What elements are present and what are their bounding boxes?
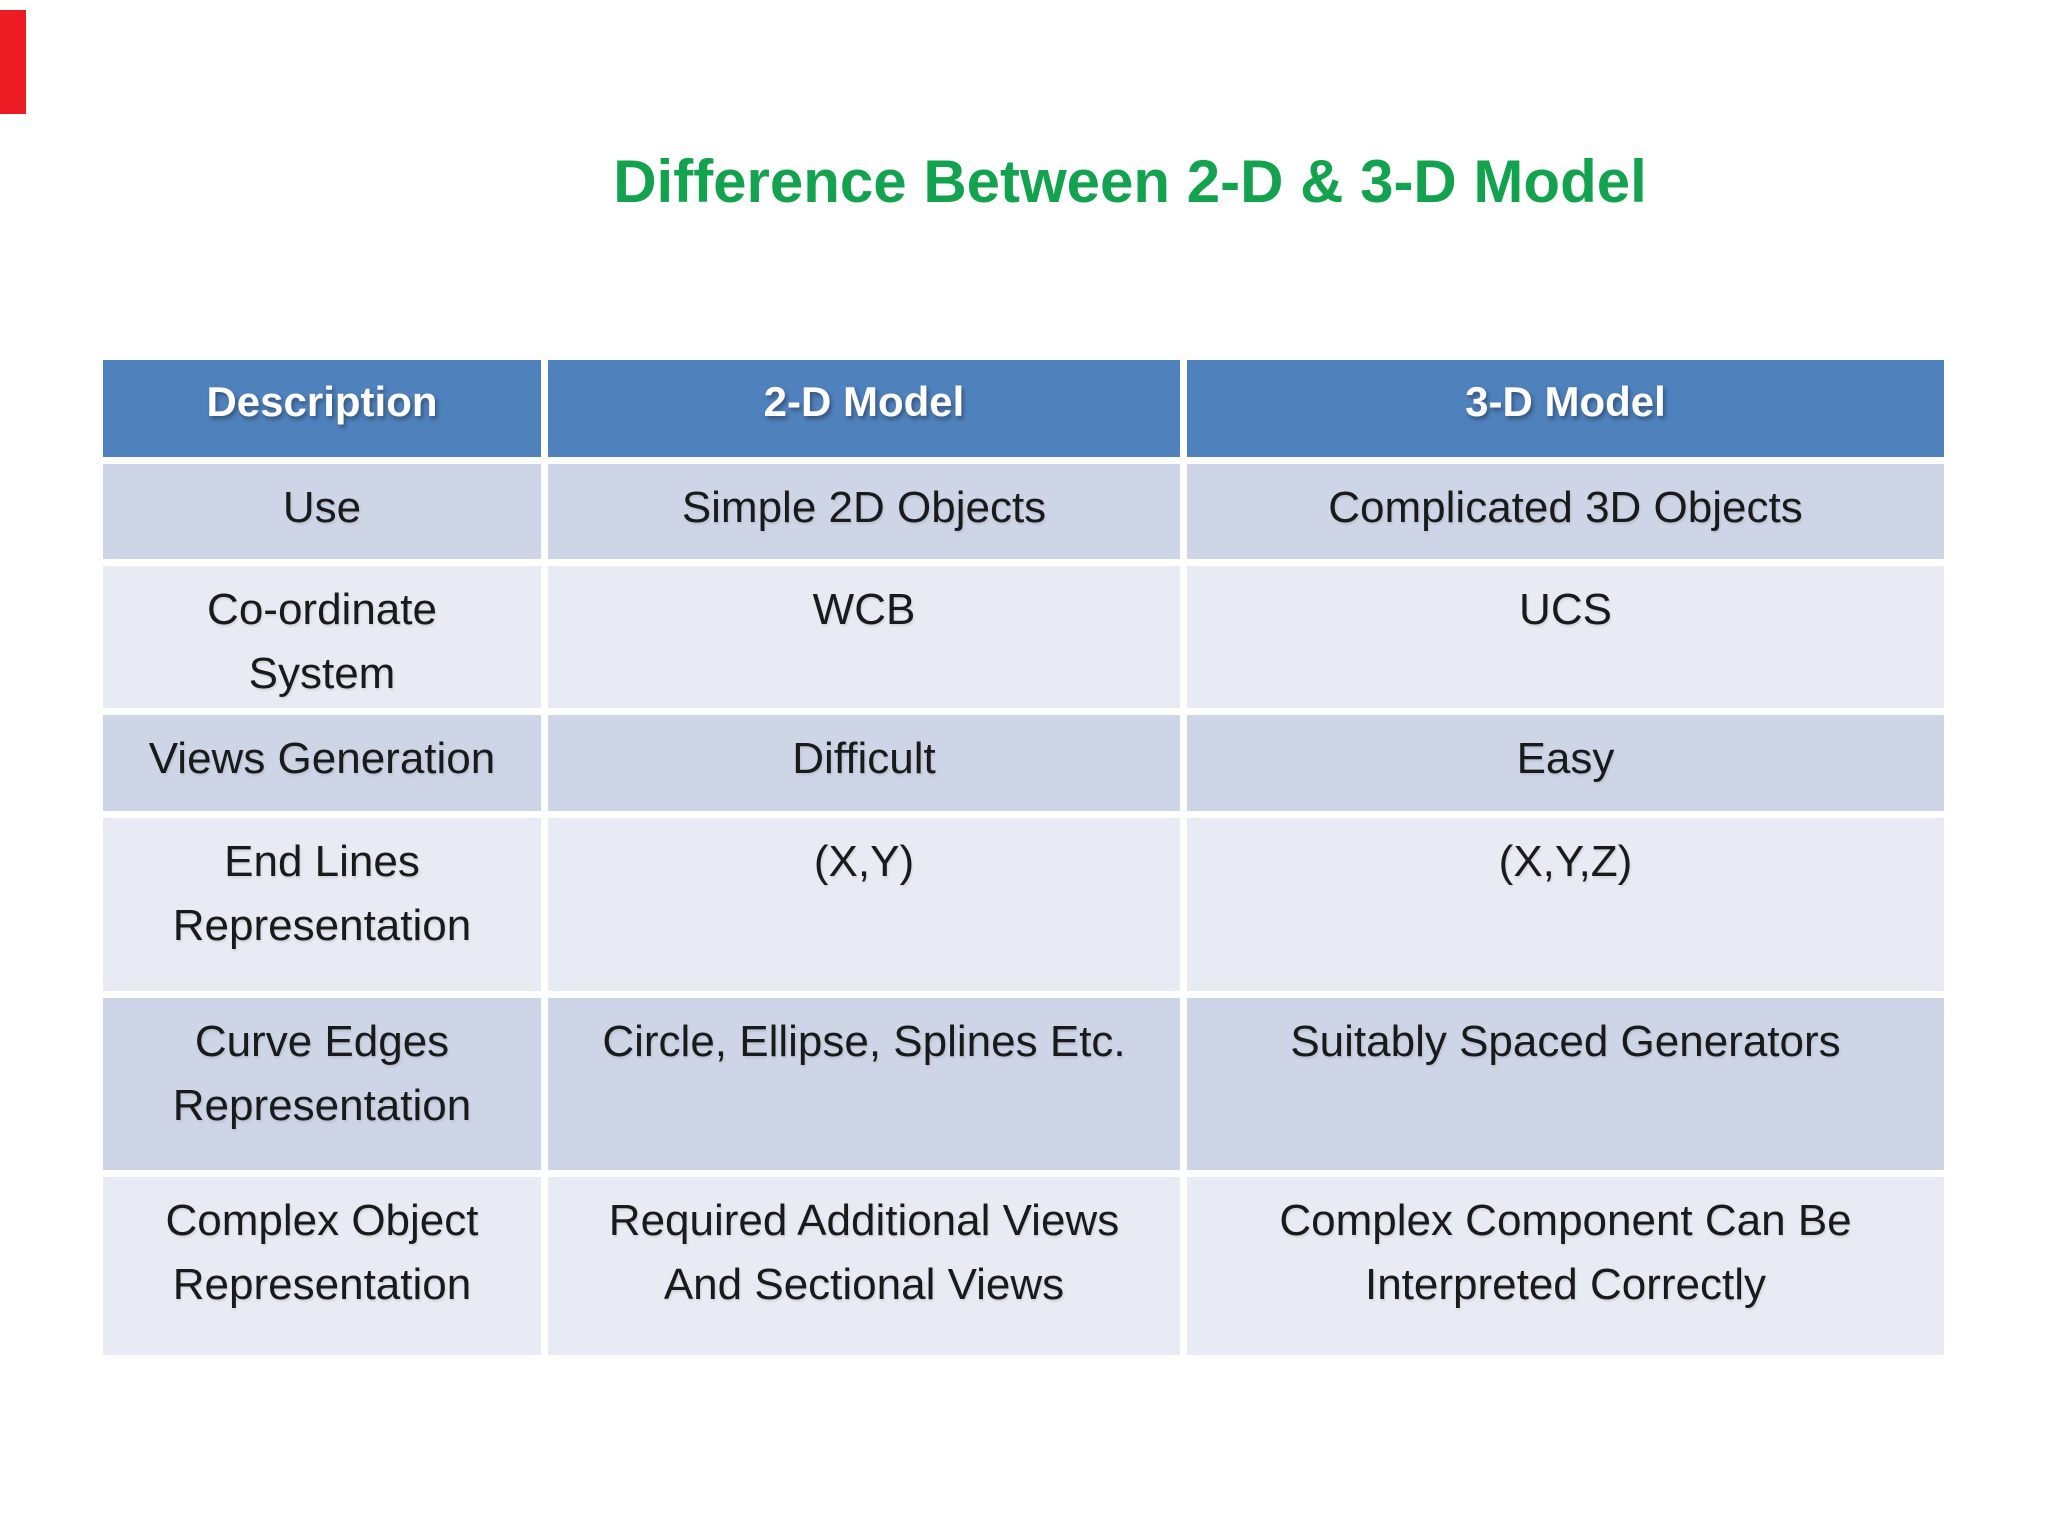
cell-curveedges-3d: Suitably Spaced Generators	[1187, 998, 1944, 1170]
page-title: Difference Between 2-D & 3-D Model	[613, 148, 1647, 215]
cell-complexobject-3d: Complex Component Can Be Interpreted Cor…	[1187, 1177, 1944, 1355]
table-row-use: Use Simple 2D Objects Complicated 3D Obj…	[103, 464, 1944, 559]
column-header-2d-model: 2-D Model	[548, 360, 1180, 457]
cell-coordinate-description: Co-ordinate System	[103, 566, 541, 708]
cell-use-description: Use	[103, 464, 541, 559]
cell-views-description: Views Generation	[103, 715, 541, 811]
table-row-end-lines: End Lines Representation (X,Y) (X,Y,Z)	[103, 818, 1944, 991]
table-row-coordinate-system: Co-ordinate System WCB UCS	[103, 566, 1944, 708]
cell-coordinate-3d: UCS	[1187, 566, 1944, 708]
cell-use-2d: Simple 2D Objects	[548, 464, 1180, 559]
cell-endlines-3d: (X,Y,Z)	[1187, 818, 1944, 991]
cell-coordinate-2d: WCB	[548, 566, 1180, 708]
column-header-3d-model: 3-D Model	[1187, 360, 1944, 457]
table-row-curve-edges: Curve Edges Representation Circle, Ellip…	[103, 998, 1944, 1170]
column-header-description: Description	[103, 360, 541, 457]
table-header-row: Description 2-D Model 3-D Model	[103, 360, 1944, 457]
comparison-table: Description 2-D Model 3-D Model Use Simp…	[96, 353, 1951, 1362]
cell-use-3d: Complicated 3D Objects	[1187, 464, 1944, 559]
cell-endlines-description: End Lines Representation	[103, 818, 541, 991]
cell-complexobject-2d: Required Additional Views And Sectional …	[548, 1177, 1180, 1355]
table-row-complex-object: Complex Object Representation Required A…	[103, 1177, 1944, 1355]
cell-endlines-2d: (X,Y)	[548, 818, 1180, 991]
cell-curveedges-description: Curve Edges Representation	[103, 998, 541, 1170]
red-accent-bar	[0, 10, 26, 114]
cell-complexobject-description: Complex Object Representation	[103, 1177, 541, 1355]
cell-views-2d: Difficult	[548, 715, 1180, 811]
cell-views-3d: Easy	[1187, 715, 1944, 811]
table-row-views-generation: Views Generation Difficult Easy	[103, 715, 1944, 811]
cell-curveedges-2d: Circle, Ellipse, Splines Etc.	[548, 998, 1180, 1170]
